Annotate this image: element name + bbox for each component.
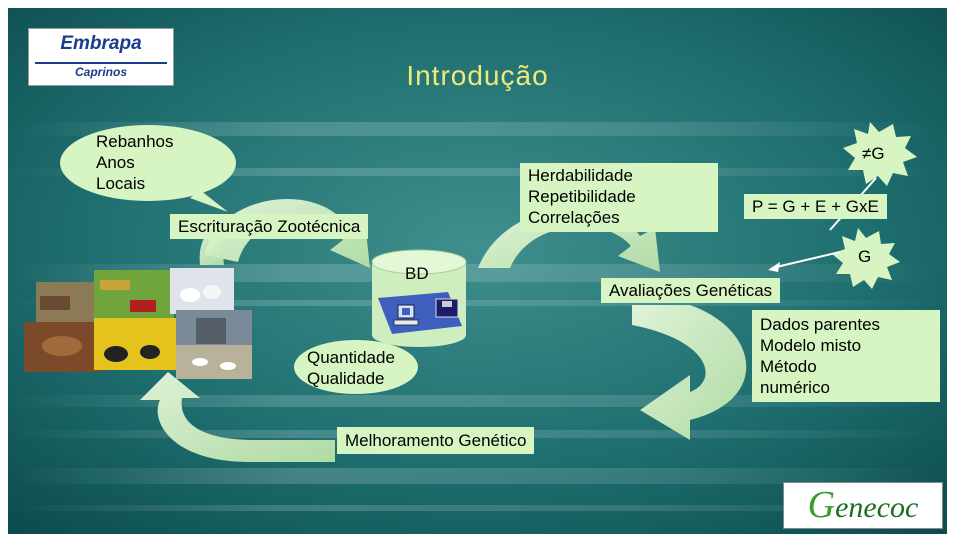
method-item: Método	[760, 357, 817, 376]
genecoc-logo: Genecoc	[783, 482, 943, 529]
arrow-improvement-to-farm	[140, 372, 335, 462]
embrapa-logo-divider	[35, 62, 167, 64]
equation-label: P = G + E + GxE	[744, 194, 887, 219]
slide-title: Introdução	[406, 60, 549, 91]
sources-bubble	[60, 125, 236, 201]
db-attributes-bubble	[294, 340, 418, 394]
genecoc-logo-initial: G	[807, 484, 836, 526]
database-label: BD	[405, 264, 429, 283]
embrapa-logo: Embrapa Caprinos	[28, 28, 174, 86]
arrow-evaluation-to-improvement	[632, 305, 747, 440]
method-item: Modelo misto	[760, 336, 862, 355]
evaluations-label: Avaliações Genéticas	[601, 278, 781, 303]
parameter-item: Repetibilidade	[528, 187, 636, 206]
method-item: numérico	[760, 378, 830, 397]
burst-top-shape	[843, 122, 917, 186]
method-item: Dados parentes	[760, 315, 881, 334]
farm-photo-collage	[24, 268, 252, 379]
improvement-label: Melhoramento Genético	[337, 427, 535, 454]
burst-bottom-shape	[832, 228, 900, 289]
db-attributes-list: Quantidade Qualidade	[307, 347, 395, 389]
disk-icon	[435, 298, 459, 318]
recording-label: Escrituração Zootécnica	[170, 214, 369, 239]
db-attribute-item: Quantidade	[307, 348, 395, 367]
source-item: Rebanhos	[96, 132, 174, 151]
parameters-list: Herdabilidade Repetibilidade Correlações	[520, 163, 718, 232]
sources-list: Rebanhos Anos Locais	[96, 131, 174, 194]
source-item: Locais	[96, 174, 146, 193]
embrapa-logo-text: Embrapa	[60, 33, 142, 54]
embrapa-logo-subtitle: Caprinos	[74, 65, 127, 79]
burst-top-label: ≠G	[862, 144, 885, 163]
methods-list: Dados parentes Modelo misto Método numér…	[752, 310, 940, 402]
genecoc-logo-text: enecoc	[835, 491, 919, 524]
db-attribute-item: Qualidade	[307, 369, 385, 388]
source-item: Anos	[96, 153, 135, 172]
burst-bottom-label: G	[858, 247, 872, 266]
arrow-burst-to-evaluations	[771, 251, 841, 269]
parameter-item: Herdabilidade	[528, 166, 633, 185]
parameter-item: Correlações	[528, 208, 620, 227]
